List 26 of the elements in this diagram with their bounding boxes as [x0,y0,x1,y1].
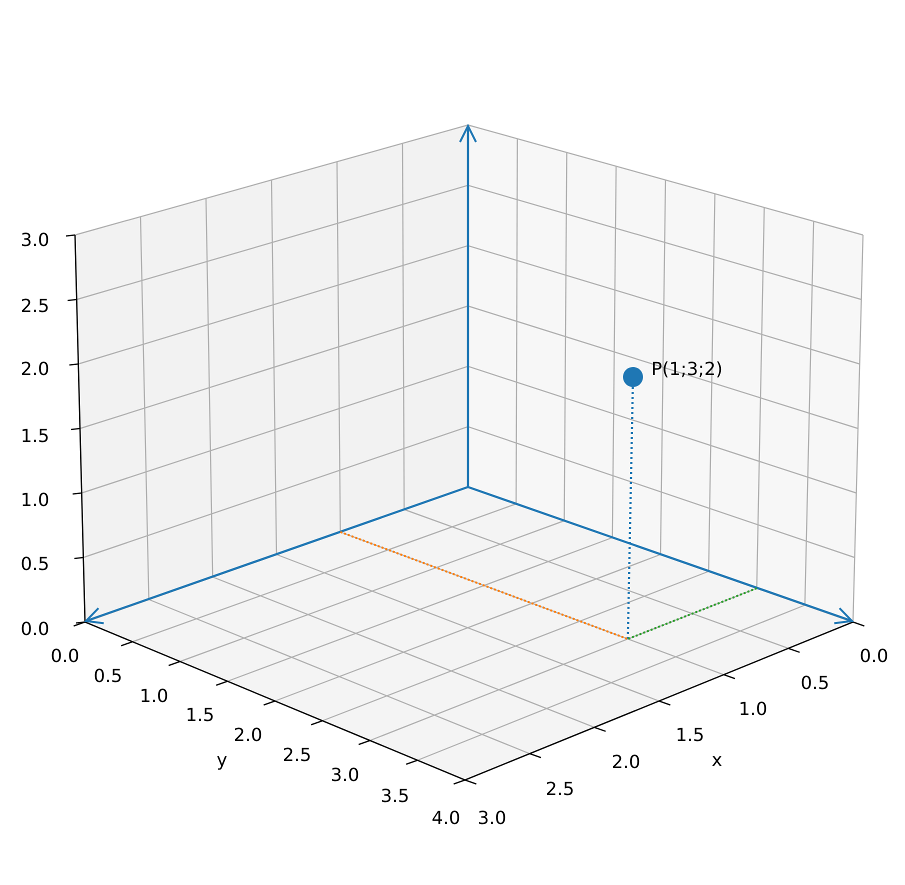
tick-label: 0.0 [20,621,50,639]
tick-label: 3.0 [20,232,50,250]
tick-label: 0.0 [50,648,80,666]
point-label: P(1;3;2) [651,361,723,379]
tick-label: 1.5 [676,727,704,745]
tick-label: 2.5 [546,781,574,799]
tick-label: 0.5 [800,675,830,693]
tick-label: 3.5 [380,788,410,806]
tick-label: 0.5 [94,668,122,686]
tick-label: 3.0 [478,810,506,828]
tick-label: 2.0 [234,727,262,745]
tick-label: 2.5 [20,298,50,316]
tick-label: 1.0 [738,701,768,719]
tick-label: 4.0 [432,810,460,828]
tick-label: 3.0 [330,767,360,785]
tick-label: 2.5 [282,747,312,765]
axis-label: y [216,752,228,770]
tick-label: 0.5 [20,556,50,574]
tick-label: 0.0 [860,648,888,666]
tick-label: 1.5 [20,428,50,446]
tick-label: 1.5 [186,707,214,725]
tick-label: 1.0 [140,688,168,706]
tick-label: 2.0 [612,754,640,772]
tick-label: 1.0 [20,492,50,510]
axis-label: x [712,752,722,770]
tick-label: 2.0 [20,361,50,379]
